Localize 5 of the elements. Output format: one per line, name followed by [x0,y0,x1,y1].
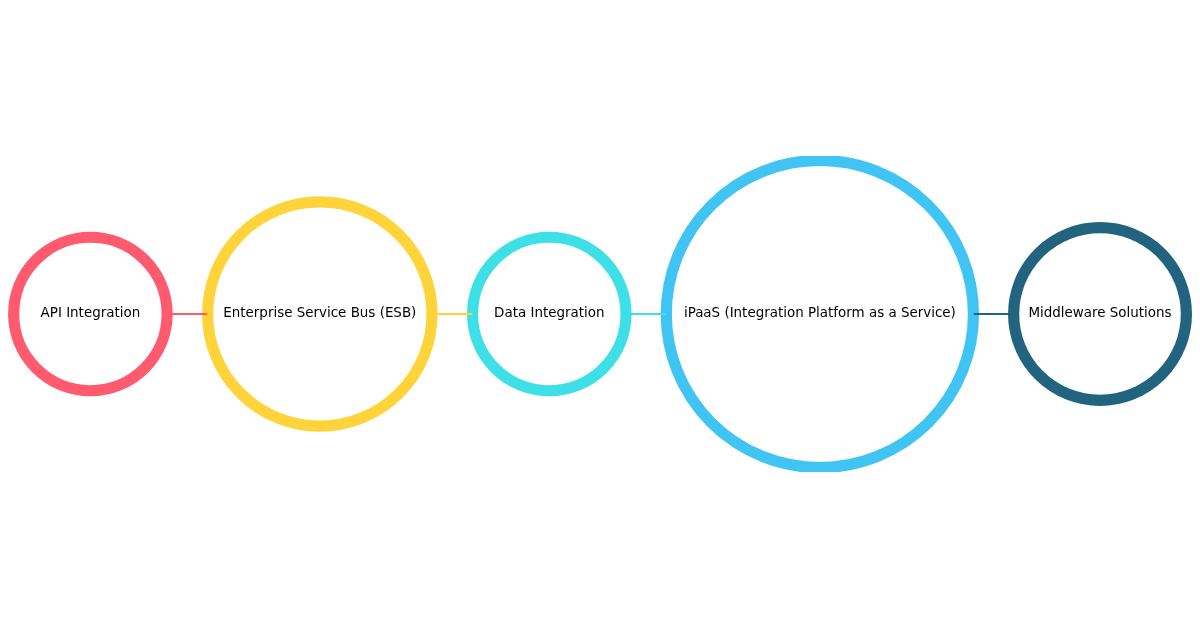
node-circle: iPaaS (Integration Platform as a Service) [660,156,980,472]
node-circle: API Integration [8,231,173,397]
node-circle: Middleware Solutions [1008,222,1192,406]
node-circle: Enterprise Service Bus (ESB) [202,196,438,432]
node-circle: Data Integration [466,231,632,397]
